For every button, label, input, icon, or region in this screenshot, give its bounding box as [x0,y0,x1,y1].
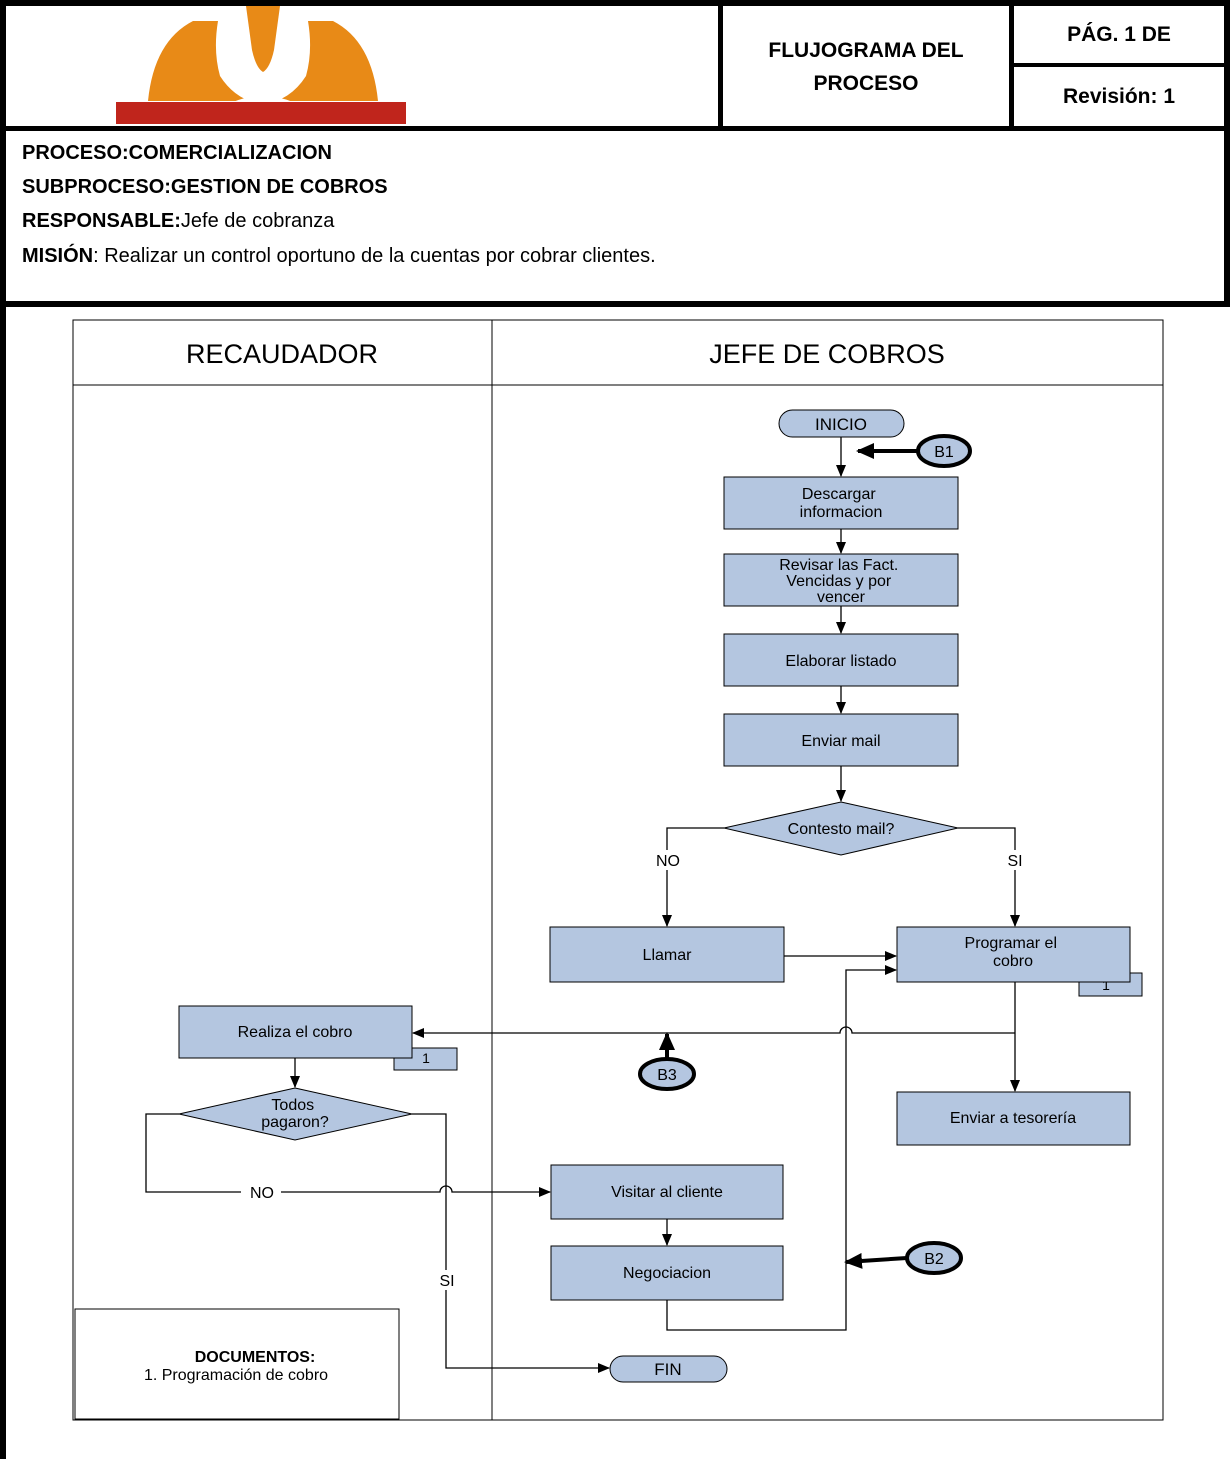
contesto-label: Contesto mail? [788,821,895,838]
programar-label-1: Programar el [965,935,1057,952]
responsible-value: Jefe de cobranza [180,210,335,232]
contesto-decision[interactable] [723,801,959,856]
todos-label-1: Todos [271,1097,314,1114]
edge-todos-si [412,1113,610,1373]
todos-decision[interactable] [178,1087,413,1141]
label-bg-no-2 [241,1182,281,1202]
label-bg-no-1 [650,850,686,870]
frame-left [0,0,6,1459]
todos-label-2: pagaron? [261,1114,329,1131]
subprocess-text: SUBPROCESO:GESTION DE COBROS [22,176,388,198]
responsible-label: RESPONSABLE: [22,210,181,232]
label-bg-si-2 [432,1270,462,1290]
connector-b2[interactable] [905,1241,963,1275]
logo-wheat-field [148,21,378,104]
descargar-label-1: Descargar [802,486,876,503]
documents-legend-box [74,1308,400,1420]
edge-label-no-contesto: NO [656,853,680,870]
revisar-label-1: Revisar las Fact. [779,557,898,574]
document-tag-realiza-label: 1 [422,1050,430,1066]
edge-contesto-no [662,827,724,927]
lane-jefe-title: JEFE DE COBROS [709,339,945,369]
descargar-label: Descargar informacion [800,486,883,521]
revisar-box[interactable] [723,553,959,607]
enviar-tesoreria-box[interactable] [896,1091,1131,1146]
enviar-tesoreria-label: Enviar a tesorería [950,1110,1076,1127]
connector-b3-label: B3 [657,1067,677,1084]
doc-title-line-1: FLUJOGRAMA DEL [768,39,964,62]
process-line: PROCESO:COMERCIALIZACION [22,136,332,170]
edge-label-no-todos: NO [250,1185,274,1202]
connector-b3[interactable] [638,1057,696,1091]
connector-b2-label: B2 [924,1251,944,1268]
realiza-label: Realiza el cobro [238,1024,353,1041]
todos-label: Todos pagaron? [261,1097,329,1131]
descargar-box[interactable] [723,476,959,530]
programar-label: Programar el cobro [965,935,1062,970]
edge-label-si-todos: SI [439,1273,454,1290]
edge-contesto-si [958,827,1020,927]
visitar-box[interactable] [550,1164,784,1220]
document-tag-programar-label: 1 [1102,977,1110,993]
fin-terminator[interactable] [609,1355,728,1383]
revisar-label-3: vencer [817,589,866,606]
revisar-label-2: Vencidas y por [786,573,892,590]
elaborar-box[interactable] [723,633,959,687]
frame-divider-3 [1011,63,1227,67]
mission-value: : Realizar un control oportuno de la cue… [93,245,656,267]
elaborar-label: Elaborar listado [785,653,896,670]
subprocess-line: SUBPROCESO:GESTION DE COBROS [22,170,388,204]
programar-box[interactable] [896,926,1131,983]
fin-label: FIN [654,1360,681,1379]
doc-title-line-2: PROCESO [813,72,919,95]
page-number-label: PÁG. 1 DE [1067,23,1171,46]
connector-b1-label: B1 [934,444,954,461]
descargar-label-2: informacion [800,504,883,521]
inicio-label: INICIO [815,415,867,434]
frame-right [1224,0,1230,305]
documents-legend-title: DOCUMENTOS: [195,1349,316,1366]
logo-base [116,102,406,124]
responsible-line: RESPONSABLE:Jefe de cobranza [22,204,334,238]
revisar-label: Revisar las Fact. Vencidas y por vencer [779,557,903,606]
llamar-box[interactable] [549,926,785,983]
swimlane-frame [72,319,1164,1421]
mission-label: MISIÓN [22,245,94,267]
edge-label-si-contesto: SI [1007,853,1022,870]
doc-title: FLUJOGRAMA DEL PROCESO [723,34,1009,100]
label-bg-si-1 [1000,850,1030,870]
programar-label-2: cobro [993,953,1033,970]
logo-base-notch [233,96,293,102]
negociacion-box[interactable] [550,1245,784,1301]
edge-programar-realiza [412,1026,1015,1038]
frame-header-bottom [0,126,1230,131]
frame-top [0,0,1230,6]
negociacion-label: Negociacion [623,1265,711,1282]
lane-recaudador-title: RECAUDADOR [186,339,378,369]
mission-line: MISIÓN: Realizar un control oportuno de … [22,239,656,273]
edge-todos-no [145,1113,551,1197]
llamar-label: Llamar [643,947,693,964]
visitar-label: Visitar al cliente [611,1184,723,1201]
enviar-mail-label: Enviar mail [801,733,880,750]
process-text: PROCESO:COMERCIALIZACION [22,142,332,164]
frame-info-bottom [0,301,1230,307]
connector-b1[interactable] [916,434,972,468]
documents-legend-item: 1. Programación de cobro [144,1367,328,1384]
revision-label: Revisión: 1 [1062,85,1176,108]
connector-b2-arrow [844,1252,908,1269]
logo-wheat-stalk [246,6,280,72]
company-logo [116,6,406,124]
frame-divider-1 [718,0,723,128]
enviar-mail-box[interactable] [723,713,959,767]
edge-negociacion-programar [666,965,897,1331]
